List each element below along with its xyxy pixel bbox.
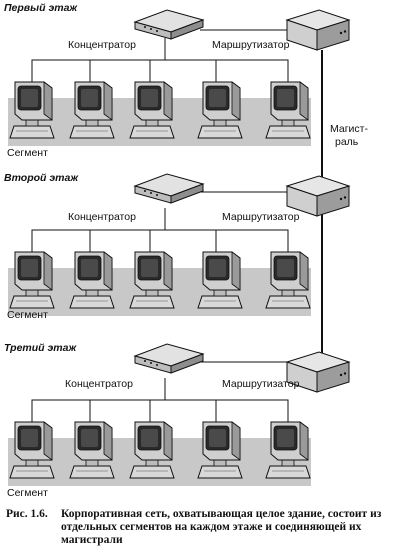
- hub-icon: [134, 343, 204, 374]
- router-icon: [286, 175, 350, 217]
- floor-title: Третий этаж: [4, 342, 77, 354]
- computer-icon: [9, 421, 55, 479]
- computer-icon: [265, 251, 311, 309]
- computer-icon: [197, 421, 243, 479]
- hub-label: Концентратор: [68, 211, 136, 223]
- computer-icon: [197, 81, 243, 139]
- segment-bus: [31, 38, 289, 82]
- floor-title: Второй этаж: [4, 172, 79, 184]
- computer-icon: [69, 421, 115, 479]
- computer-icon: [129, 421, 175, 479]
- computer-icon: [9, 251, 55, 309]
- floor-3: Третий этаж Концентратор Маршрутизатор С…: [4, 342, 350, 499]
- computer-icon: [9, 81, 55, 139]
- computer-icon: [265, 421, 311, 479]
- hub-label: Концентратор: [65, 378, 133, 390]
- floor-1: Первый этаж Концентратор Маршрутизатор С…: [4, 2, 350, 159]
- segment-bus: [31, 208, 289, 252]
- backbone-label-line1: Магист-: [330, 123, 368, 135]
- network-diagram: Магист- раль Первый этаж Концентратор Ма…: [4, 2, 368, 499]
- segment-label: Сегмент: [7, 147, 48, 159]
- hub-label: Концентратор: [68, 39, 136, 51]
- computer-icon: [69, 251, 115, 309]
- computer-icon: [197, 251, 243, 309]
- segment-label: Сегмент: [7, 309, 48, 321]
- floor-title: Первый этаж: [4, 2, 78, 14]
- segment-label: Сегмент: [7, 487, 48, 499]
- floor-2: Второй этаж Концентратор Маршрутизатор С…: [4, 172, 350, 321]
- figure-caption-text: Корпоративная сеть, охватывающая целое з…: [61, 508, 382, 546]
- computer-icon: [129, 81, 175, 139]
- computer-icon: [265, 81, 311, 139]
- figure-number: Рис. 1.6.: [6, 508, 48, 520]
- segment-bus: [31, 378, 289, 422]
- router-icon: [286, 9, 350, 51]
- computer-icon: [129, 251, 175, 309]
- router-label: Маршрутизатор: [222, 211, 300, 223]
- router-label: Маршрутизатор: [222, 378, 300, 390]
- router-label: Маршрутизатор: [212, 39, 290, 51]
- hub-icon: [134, 173, 204, 204]
- backbone-label-line2: раль: [335, 136, 359, 148]
- hub-icon: [134, 9, 204, 40]
- computer-icon: [69, 81, 115, 139]
